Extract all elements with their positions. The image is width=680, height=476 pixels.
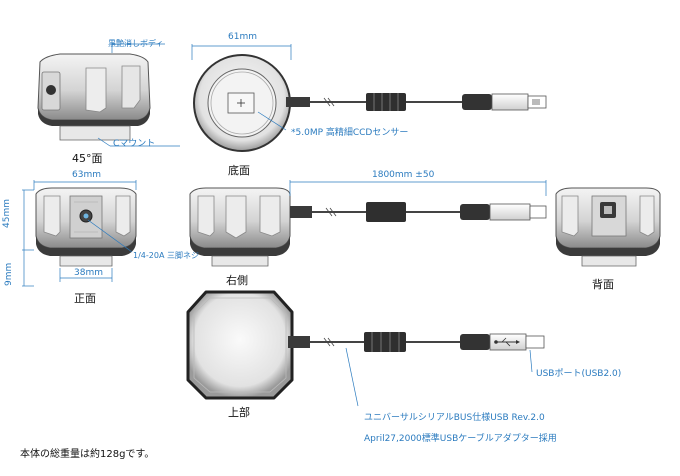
ferrite-core-icon xyxy=(366,93,406,111)
dim-cable-length: 1800mm ±50 xyxy=(372,170,435,180)
tripod-socket-icon xyxy=(46,85,56,95)
view-45-degree xyxy=(37,43,180,147)
view-front xyxy=(22,180,137,287)
usb-b-port-icon xyxy=(600,202,616,218)
view-back xyxy=(555,187,661,267)
view-label-front: 正面 xyxy=(74,292,96,305)
weight-note: 本体の総重量は約128gです。 xyxy=(20,449,155,460)
view-right-side xyxy=(189,180,547,267)
view-bottom xyxy=(191,44,547,152)
usb-port-label: USBポート(USB2.0) xyxy=(536,369,622,379)
dim-width-63: 63mm xyxy=(72,170,101,180)
view-label-right-side: 右側 xyxy=(226,274,248,287)
view-label-top: 上部 xyxy=(228,406,250,419)
usb-spec-line-2: April27,2000標準USBケーブルアダプター採用 xyxy=(364,434,557,444)
dim-width-61: 61mm xyxy=(228,32,257,42)
c-mount-label: Cマウント xyxy=(113,139,156,149)
body-finish-label: 黒艶消しボディ xyxy=(108,39,164,48)
dim-height-45: 45mm xyxy=(2,199,12,228)
view-label-45: 45°面 xyxy=(72,152,103,165)
dim-height-9: 9mm xyxy=(4,262,14,286)
usb-plug-icon xyxy=(462,93,547,111)
dim-width-38: 38mm xyxy=(74,268,103,278)
usb-spec-line-1: ユニバーサルシリアルBUS仕様USB Rev.2.0 xyxy=(364,413,545,423)
usb-symbol-icon xyxy=(494,337,520,347)
sensor-label: *5.0MP 高精細CCDセンサー xyxy=(291,128,409,138)
view-label-back: 背面 xyxy=(592,278,614,291)
view-top xyxy=(186,290,545,407)
tripod-screw-label: 1/4-20A 三脚ネジ xyxy=(133,251,199,260)
view-label-bottom: 底面 xyxy=(228,164,250,177)
